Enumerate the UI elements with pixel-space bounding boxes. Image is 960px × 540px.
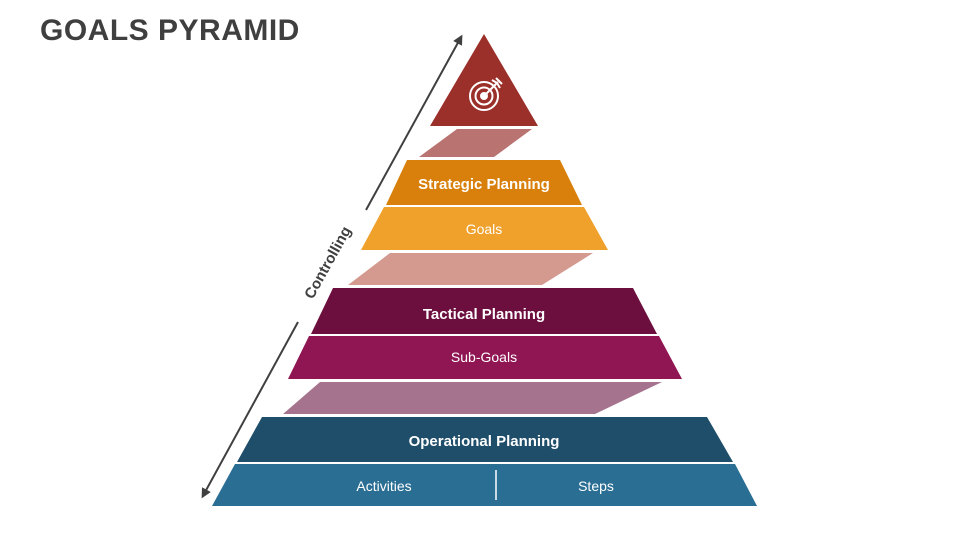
goals-label: Goals	[466, 221, 503, 237]
operational-planning-label: Operational Planning	[409, 433, 560, 450]
target-icon	[469, 77, 503, 111]
controlling-arrow-down	[201, 321, 299, 499]
strategic-heading-band	[386, 160, 582, 205]
operational-sub-band	[212, 464, 757, 506]
tactical-sub-band	[288, 336, 682, 379]
steps-label: Steps	[578, 478, 614, 494]
sub-goals-label: Sub-Goals	[451, 349, 517, 365]
controlling-arrow-up	[365, 34, 463, 211]
connector-3	[283, 382, 662, 414]
operational-heading-band	[237, 417, 733, 462]
page-title: GOALS PYRAMID	[40, 14, 300, 47]
strategic-planning-label: Strategic Planning	[418, 176, 550, 193]
pyramid-top	[430, 34, 538, 126]
tactical-planning-label: Tactical Planning	[423, 306, 545, 323]
connector-2	[348, 253, 593, 285]
activities-label: Activities	[356, 478, 411, 494]
tactical-heading-band	[311, 288, 657, 334]
strategic-sub-band	[361, 207, 608, 250]
connector-1	[419, 129, 532, 157]
